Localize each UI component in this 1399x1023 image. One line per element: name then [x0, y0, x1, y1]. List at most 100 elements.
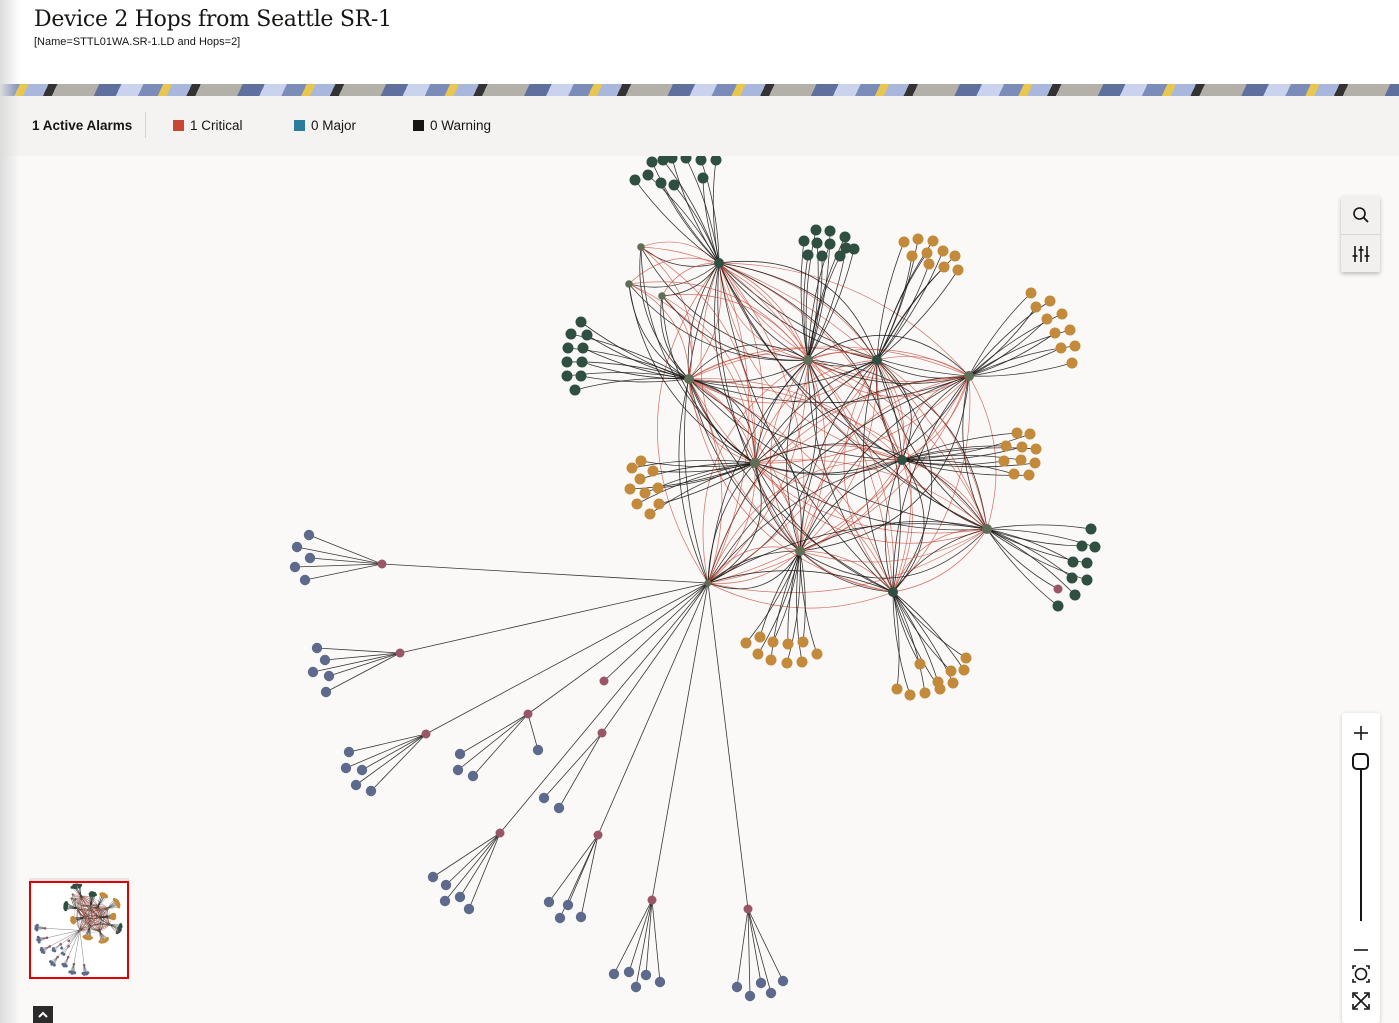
aggregation-node[interactable] [421, 729, 431, 739]
aggregation-node[interactable] [593, 830, 603, 840]
satellite-node[interactable] [70, 897, 73, 900]
endpoint-node[interactable] [452, 764, 464, 776]
endpoint-node[interactable] [630, 981, 642, 993]
endpoint-node[interactable] [319, 654, 331, 666]
optical-device-node[interactable] [949, 250, 961, 262]
optical-device-node[interactable] [624, 483, 636, 495]
core-hub-node[interactable] [88, 925, 91, 929]
optical-device-node[interactable] [1011, 427, 1023, 439]
router-node[interactable] [1066, 572, 1078, 584]
optical-device-node[interactable] [945, 665, 957, 677]
graph-overview-minimap[interactable] [29, 881, 129, 979]
router-node[interactable] [824, 225, 836, 237]
endpoint-node[interactable] [553, 802, 565, 814]
zoom-in-button[interactable] [1351, 723, 1371, 743]
router-node[interactable] [569, 384, 581, 396]
endpoint-node[interactable] [299, 574, 311, 586]
endpoint-node[interactable] [307, 666, 319, 678]
optical-device-node[interactable] [88, 937, 92, 941]
optical-device-node[interactable] [653, 498, 665, 510]
router-node[interactable] [1089, 541, 1101, 553]
optical-device-node[interactable] [947, 677, 959, 689]
endpoint-node[interactable] [744, 990, 756, 1002]
router-node[interactable] [642, 169, 654, 181]
optical-device-node[interactable] [906, 250, 918, 262]
optical-device-node[interactable] [1066, 357, 1078, 369]
endpoint-node[interactable] [52, 963, 56, 967]
fullscreen-button[interactable] [1351, 991, 1371, 1011]
endpoint-node[interactable] [654, 976, 666, 988]
router-node[interactable] [697, 172, 709, 184]
endpoint-node[interactable] [350, 779, 362, 791]
aggregation-node[interactable] [82, 963, 86, 967]
optical-device-node[interactable] [923, 258, 935, 270]
aggregation-node[interactable] [72, 962, 76, 966]
aggregation-node[interactable] [523, 709, 533, 719]
endpoint-node[interactable] [440, 879, 452, 891]
endpoint-node[interactable] [623, 966, 635, 978]
aggregation-node[interactable] [115, 929, 119, 933]
optical-device-node[interactable] [1029, 457, 1041, 469]
optical-device-node[interactable] [898, 236, 910, 248]
core-hub-node[interactable] [76, 907, 80, 910]
router-node[interactable] [655, 177, 667, 189]
core-hub-node[interactable] [96, 905, 100, 908]
optical-device-node[interactable] [767, 636, 779, 648]
core-hub-node[interactable] [714, 258, 724, 268]
zoom-out-button[interactable] [1351, 940, 1371, 960]
router-node[interactable] [575, 370, 587, 382]
endpoint-node[interactable] [467, 770, 479, 782]
optical-device-node[interactable] [1025, 287, 1037, 299]
satellite-node[interactable] [625, 280, 633, 288]
optical-device-node[interactable] [1030, 301, 1042, 313]
optical-device-node[interactable] [1069, 340, 1081, 352]
endpoint-node[interactable] [60, 946, 64, 950]
optical-device-node[interactable] [105, 895, 109, 899]
optical-device-node[interactable] [1055, 342, 1067, 354]
router-node[interactable] [64, 908, 68, 912]
optical-device-node[interactable] [921, 247, 933, 259]
endpoint-node[interactable] [37, 940, 41, 944]
alarm-warning[interactable]: 0 Warning [413, 118, 491, 133]
router-node[interactable] [680, 156, 692, 164]
optical-device-node[interactable] [752, 648, 764, 660]
endpoint-node[interactable] [53, 949, 57, 953]
router-node[interactable] [92, 891, 96, 895]
aggregation-node[interactable] [597, 728, 607, 738]
satellite-node[interactable] [637, 243, 645, 251]
router-node[interactable] [575, 316, 587, 328]
optical-device-node[interactable] [647, 465, 659, 477]
router-node[interactable] [629, 174, 641, 186]
endpoint-node[interactable] [86, 971, 90, 975]
optical-device-node[interactable] [927, 235, 939, 247]
core-hub-node[interactable] [83, 916, 87, 919]
router-node[interactable] [576, 356, 588, 368]
router-node[interactable] [848, 243, 860, 255]
router-node[interactable] [834, 250, 846, 262]
endpoint-node[interactable] [62, 952, 66, 956]
optical-device-node[interactable] [912, 233, 924, 245]
router-node[interactable] [710, 156, 722, 166]
optical-device-node[interactable] [740, 637, 752, 649]
router-node[interactable] [840, 242, 852, 254]
router-node[interactable] [1085, 523, 1097, 535]
aggregation-node[interactable] [647, 895, 657, 905]
aggregation-node[interactable] [56, 955, 59, 959]
core-hub-node[interactable] [803, 355, 813, 365]
aggregation-node[interactable] [67, 939, 71, 943]
active-alarms-count[interactable]: 1 Active Alarms [32, 118, 132, 133]
endpoint-node[interactable] [42, 951, 46, 954]
core-hub-node[interactable] [795, 546, 805, 556]
core-hub-node[interactable] [750, 458, 760, 468]
endpoint-node[interactable] [427, 871, 439, 883]
aggregation-node[interactable] [66, 955, 70, 959]
optical-device-node[interactable] [112, 917, 116, 921]
endpoint-node[interactable] [323, 670, 335, 682]
router-node[interactable] [1067, 556, 1079, 568]
topology-graph[interactable] [0, 156, 1399, 1023]
satellite-node[interactable] [73, 898, 77, 901]
optical-device-node[interactable] [644, 508, 656, 520]
endpoint-node[interactable] [543, 896, 555, 908]
optical-device-node[interactable] [796, 656, 808, 668]
router-node[interactable] [810, 224, 822, 236]
